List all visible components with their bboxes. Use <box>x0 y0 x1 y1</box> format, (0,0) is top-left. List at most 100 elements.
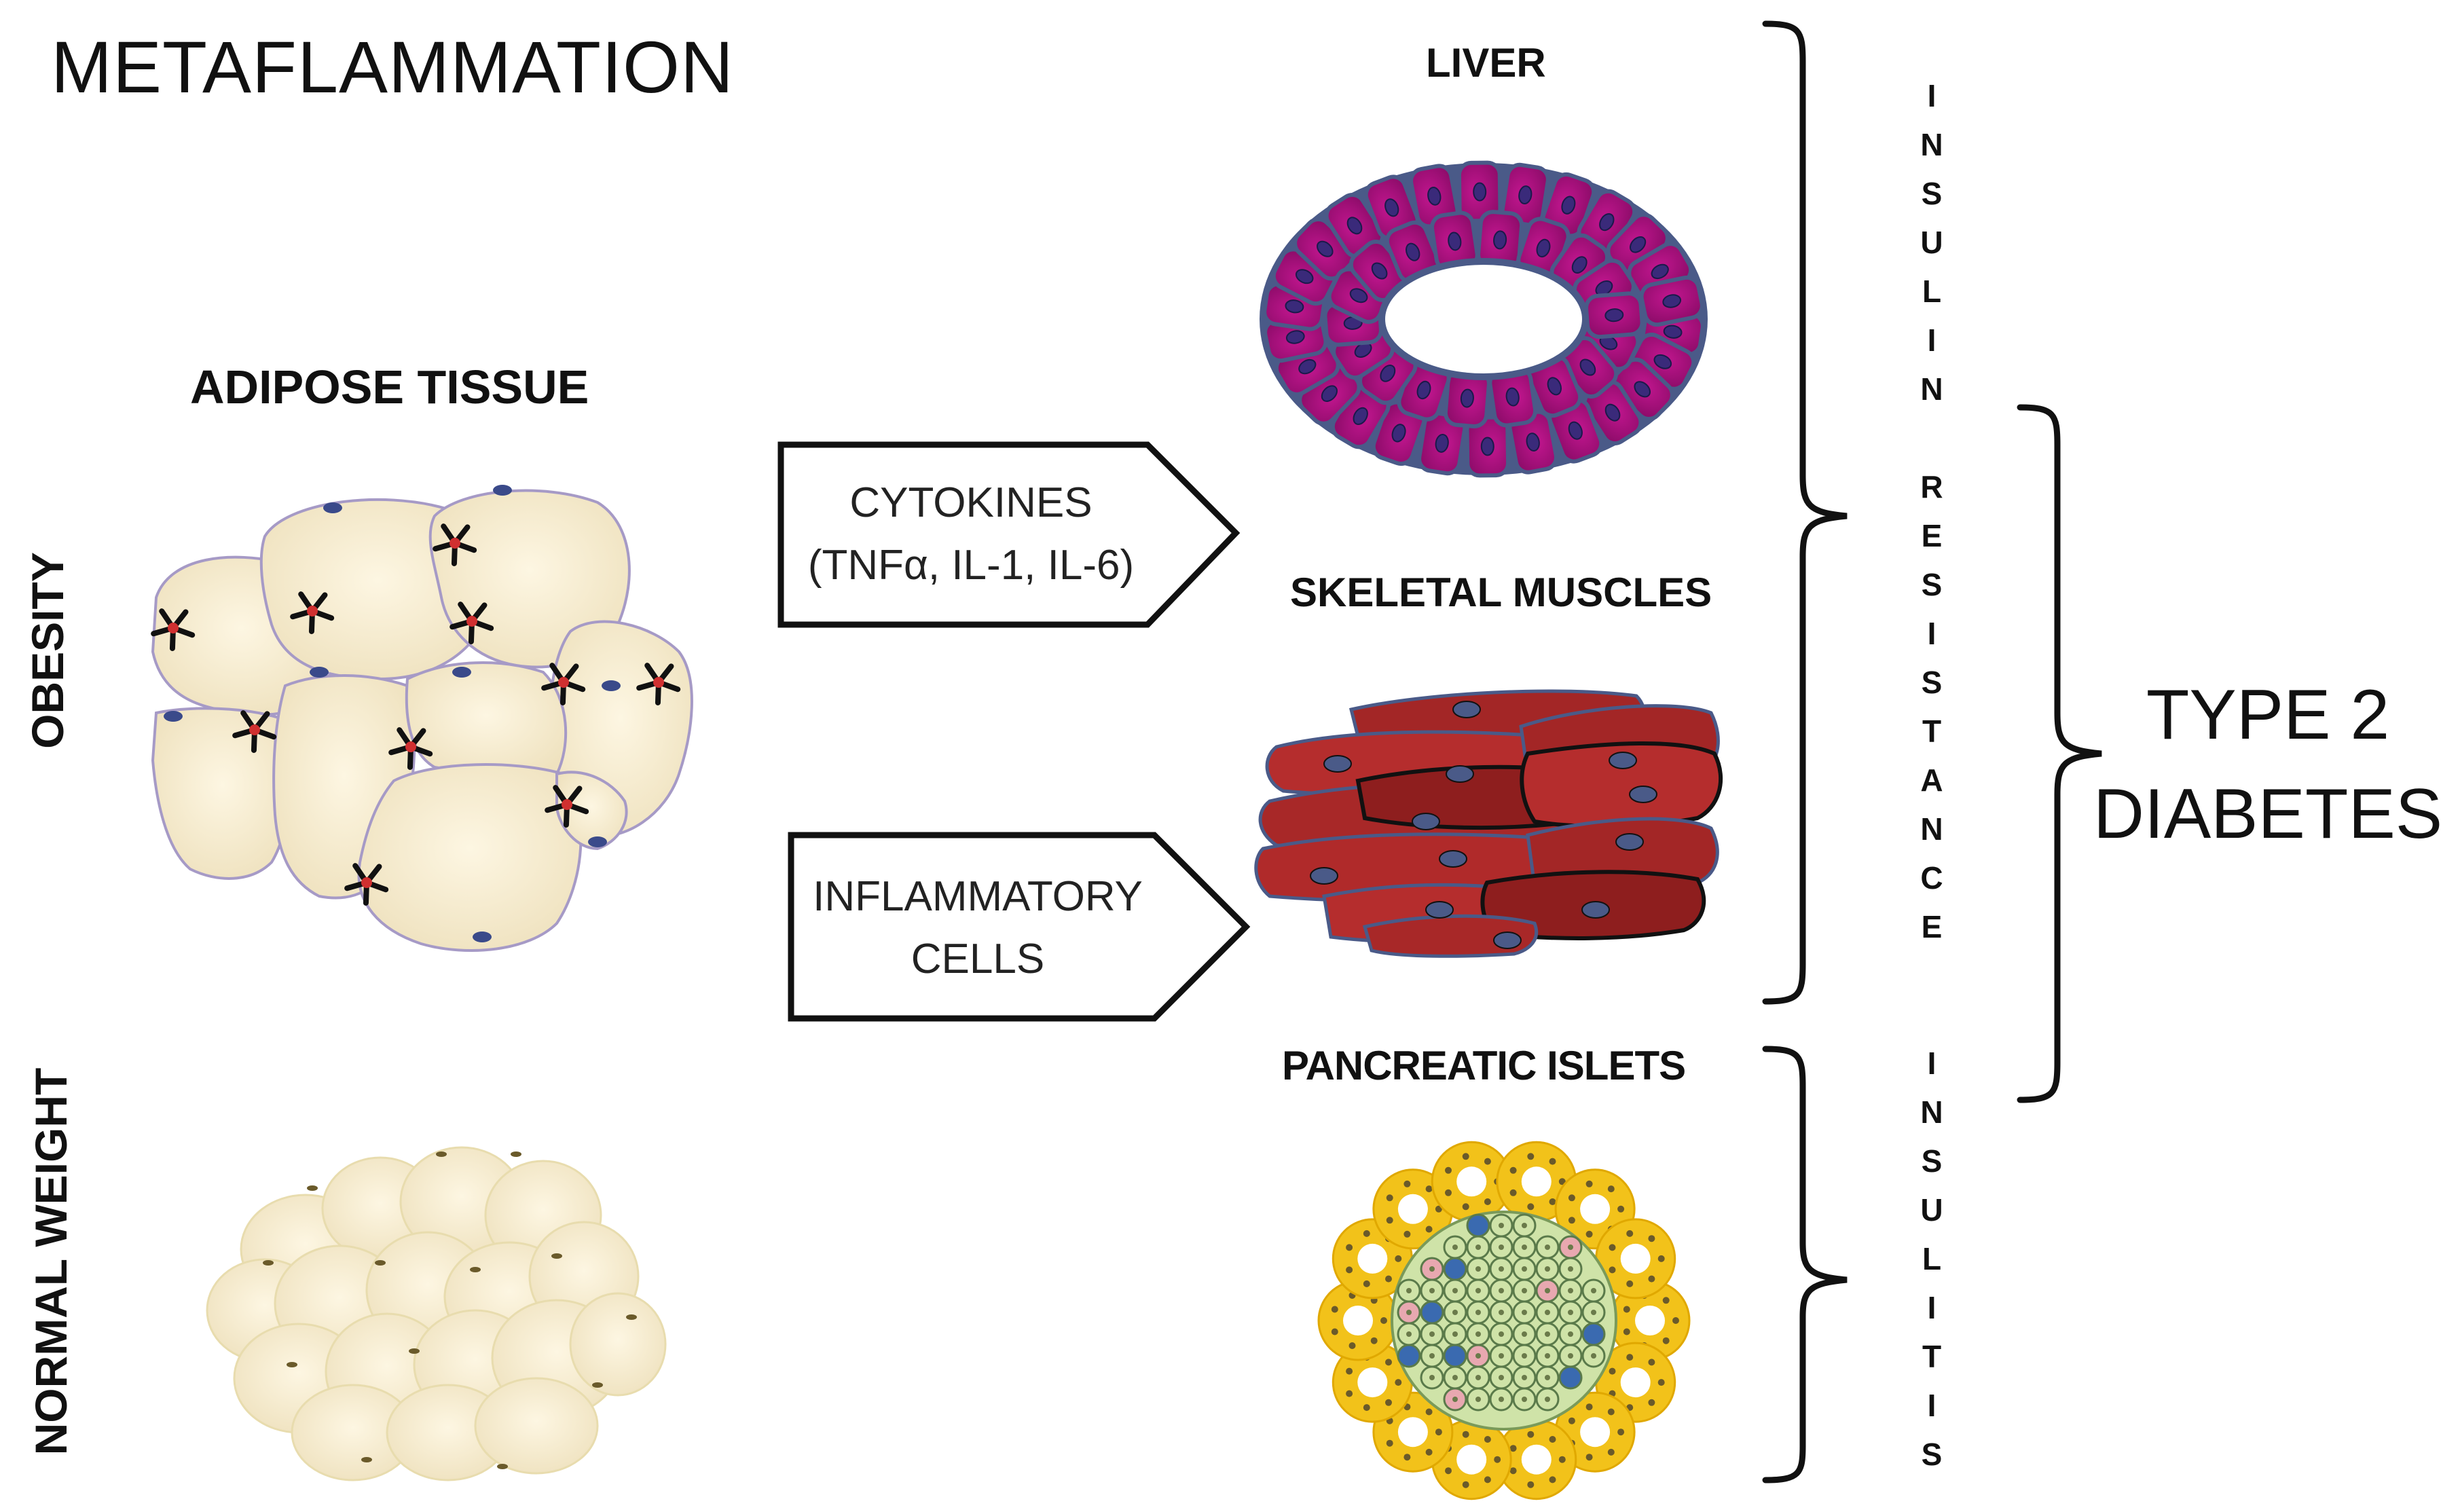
normal-adipocyte <box>474 1377 599 1475</box>
hepatocyte <box>1639 275 1704 327</box>
adipose-tissue-label: ADIPOSE TISSUE <box>190 361 589 413</box>
bracket-insulin-resistance <box>1762 20 1848 1005</box>
normal-adipocyte-nucleus <box>551 1253 562 1259</box>
vertical-letter: S <box>1921 567 1943 602</box>
obese-adipose-tissue <box>151 485 693 952</box>
page-title: METAFLAMMATION <box>51 26 734 108</box>
type-2-diabetes-label: TYPE 2 DIABETES <box>2091 665 2441 864</box>
liver-illustration <box>1260 160 1708 478</box>
vertical-letter: I <box>1927 1388 1937 1423</box>
acinar-cluster <box>1332 1342 1413 1423</box>
normal-adipocyte-nucleus <box>470 1267 481 1272</box>
pancreatic-islet-illustration <box>1317 1141 1691 1500</box>
vertical-letter: E <box>1921 518 1943 553</box>
vertical-letter: I <box>1927 1046 1937 1081</box>
type-2-line: TYPE 2 <box>2146 676 2390 754</box>
liver-label: LIVER <box>1426 40 1546 86</box>
cytokines-line1: CYTOKINES <box>849 479 1093 526</box>
macrophage-cell <box>545 785 589 828</box>
vertical-letter: R <box>1920 469 1943 504</box>
bracket-insulitis <box>1762 1046 1848 1483</box>
normal-adipose-tissue <box>206 1146 667 1481</box>
normal-adipocyte-nucleus <box>263 1260 274 1266</box>
macrophage-cell <box>232 710 277 753</box>
inflammatory-line2: CELLS <box>911 936 1045 982</box>
vertical-letter: N <box>1920 1094 1943 1130</box>
hepatocyte <box>1476 210 1524 270</box>
vertical-letter: N <box>1920 371 1943 407</box>
inflammatory-cells-arrow <box>788 832 1251 1022</box>
normal-adipocyte <box>569 1292 667 1397</box>
normal-adipocyte-nucleus <box>409 1348 420 1354</box>
macrophage-cell <box>344 863 389 906</box>
vertical-letter: S <box>1921 1437 1943 1472</box>
cytokines-text: CYTOKINES (TNFα, IL-1, IL-6) <box>788 472 1154 597</box>
vertical-letter: A <box>1920 762 1943 798</box>
hepatocyte <box>1417 411 1467 476</box>
macrophage-cell <box>151 608 196 651</box>
normal-adipocyte-nucleus <box>436 1151 447 1157</box>
macrophage-cell <box>636 663 681 705</box>
normal-adipocyte-nucleus <box>592 1382 603 1388</box>
vertical-letter: I <box>1927 1290 1937 1325</box>
vertical-letter: T <box>1922 714 1942 749</box>
cytokines-line2: (TNFα, IL-1, IL-6) <box>807 542 1135 589</box>
bracket-type2-diabetes <box>2017 404 2102 1103</box>
vertical-letter: T <box>1922 1339 1942 1374</box>
vertical-letter: I <box>1927 322 1937 358</box>
vertical-letter: N <box>1920 811 1943 847</box>
islet-cell <box>1443 1344 1467 1368</box>
vertical-letter: U <box>1920 1192 1943 1228</box>
islet-cell <box>1466 1213 1490 1238</box>
vertical-letter: N <box>1920 127 1943 162</box>
normal-adipocyte-nucleus <box>626 1314 637 1320</box>
macrophage-cell <box>449 602 494 644</box>
pancreatic-islets-label: PANCREATIC ISLETS <box>1282 1043 1686 1088</box>
acinar-cluster <box>1595 1218 1676 1299</box>
obesity-label: OBESITY <box>22 552 73 749</box>
islet-cell <box>1443 1257 1467 1281</box>
islet-cell <box>1558 1365 1583 1390</box>
vertical-letter: L <box>1922 274 1942 309</box>
islet-cell <box>1397 1344 1421 1368</box>
vertical-letter: C <box>1920 860 1943 896</box>
macrophage-cell <box>433 523 477 566</box>
hepatocyte <box>1409 164 1460 229</box>
inflammatory-cells-text: INFLAMMATORY CELLS <box>794 866 1161 991</box>
vertical-letter: L <box>1922 1241 1942 1276</box>
normal-adipocyte-nucleus <box>361 1457 372 1462</box>
vertical-letter: S <box>1921 1143 1943 1179</box>
hepatocyte <box>1526 354 1583 418</box>
normal-adipocyte-nucleus <box>497 1464 508 1469</box>
normal-adipocyte-nucleus <box>511 1151 521 1157</box>
inflammatory-line1: INFLAMMATORY <box>813 873 1143 920</box>
macrophage-cell <box>290 591 335 634</box>
islet-cell <box>1420 1300 1444 1325</box>
vertical-letter: I <box>1927 616 1937 651</box>
skeletal-muscle-illustration <box>1254 689 1723 958</box>
macrophage-cell <box>388 727 433 770</box>
hepatocyte <box>1584 291 1645 339</box>
vertical-letter: I <box>1927 78 1937 113</box>
vertical-letter: S <box>1921 176 1943 211</box>
islet-cell <box>1581 1322 1606 1346</box>
hepatocyte <box>1507 409 1558 475</box>
hepatocyte <box>1488 366 1538 428</box>
diabetes-line: DIABETES <box>2093 775 2441 853</box>
skeletal-muscles-label: SKELETAL MUSCLES <box>1290 570 1712 615</box>
normal-adipocyte-nucleus <box>307 1185 318 1191</box>
vertical-letter: S <box>1921 665 1943 700</box>
cytokines-arrow <box>777 441 1241 628</box>
vertical-letter: U <box>1920 225 1943 260</box>
hepatocyte <box>1500 162 1550 227</box>
vertical-letter: E <box>1921 909 1943 944</box>
normal-adipocyte-nucleus <box>375 1260 386 1266</box>
macrophages <box>151 523 681 906</box>
normal-weight-label: NORMAL WEIGHT <box>26 1067 76 1456</box>
macrophage-cell <box>541 663 586 705</box>
normal-adipocyte-nucleus <box>287 1362 297 1367</box>
